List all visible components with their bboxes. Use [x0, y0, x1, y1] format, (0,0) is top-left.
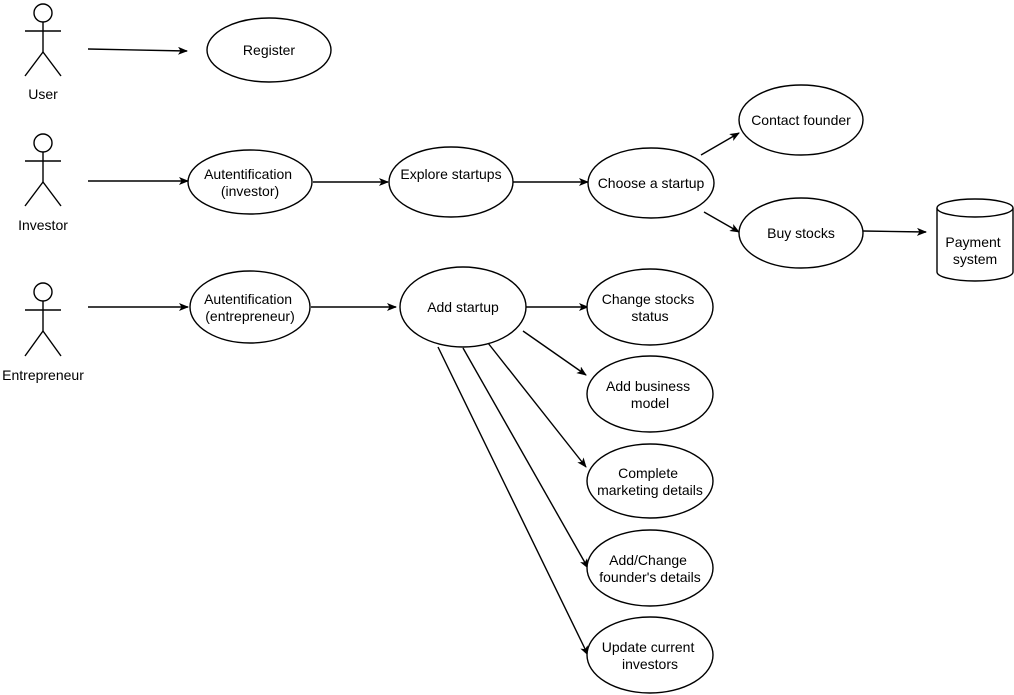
arrow-buy-payment: [862, 227, 927, 236]
use-case-label-line: Change stocks: [602, 291, 695, 307]
svg-text:Add business model: Add business model: [606, 378, 694, 411]
svg-text:Choose a startup: Choose a startup: [598, 175, 705, 191]
use-case-label-line: Autentification: [204, 291, 292, 307]
use-case-explore-startups[interactable]: Explore startups: [388, 146, 514, 218]
use-case-add-startup[interactable]: Add startup: [399, 266, 527, 348]
arrow-add-founder: [462, 347, 589, 569]
svg-text:Contact founder: Contact founder: [751, 112, 851, 128]
use-case-label-line: marketing details: [597, 482, 703, 498]
database-cylinder-icon: [936, 198, 1014, 282]
arrow-add-business: [522, 330, 587, 376]
use-case-label-line: founder's details: [599, 569, 701, 585]
use-case-add-business-model[interactable]: Add business model: [586, 355, 714, 433]
use-case-label-line: Add/Change: [609, 552, 687, 568]
svg-text:Explore startups: Explore startups: [400, 166, 501, 182]
use-case-change-stocks-status[interactable]: Change stocks status: [586, 268, 714, 346]
arrow-add-investors: [437, 346, 589, 656]
payment-system[interactable]: Payment system: [936, 198, 1014, 282]
use-case-label-line: Contact founder: [751, 112, 851, 128]
use-case-label-line: Explore startups: [400, 166, 501, 182]
svg-text:Add/Change founder's det: Add/Change founder's details: [599, 552, 701, 585]
use-case-label-line: Update current: [602, 639, 695, 655]
svg-text:Autentification (investo: Autentification (investor): [204, 166, 296, 199]
use-case-founder-details[interactable]: Add/Change founder's details: [586, 529, 714, 607]
use-case-choose-startup[interactable]: Choose a startup: [587, 147, 715, 219]
use-case-complete-marketing[interactable]: Complete marketing details: [586, 443, 714, 519]
svg-text:Update current investors: Update current investors: [602, 639, 699, 672]
arrow-add-marketing: [487, 342, 587, 468]
use-case-buy-stocks[interactable]: Buy stocks: [738, 197, 864, 269]
arrow-user-register: [87, 46, 188, 55]
payment-system-label-line: system: [953, 251, 997, 267]
svg-text:Payment system: Payment system: [945, 234, 1004, 267]
use-case-register[interactable]: Register: [206, 17, 332, 83]
connectors: [87, 46, 927, 656]
use-case-label-line: (investor): [221, 183, 279, 199]
svg-text:Buy stocks: Buy stocks: [767, 225, 835, 241]
arrow-choose-contact: [700, 132, 740, 156]
svg-text:Autentification (entrepr: Autentification (entrepreneur): [204, 291, 296, 324]
use-case-label-line: (entrepreneur): [205, 308, 295, 324]
actor-entrepreneur-label: Entrepreneur: [2, 367, 84, 383]
use-case-label-line: Add startup: [427, 299, 499, 315]
stick-figure-icon: [24, 3, 62, 77]
use-case-label-line: status: [631, 308, 668, 324]
use-case-label-line: Complete: [618, 465, 678, 481]
use-case-register-label: Register: [243, 42, 295, 58]
actor-user[interactable]: User: [24, 3, 62, 102]
use-case-label-line: Buy stocks: [767, 225, 835, 241]
svg-text:Complete marketing detai: Complete marketing details: [597, 465, 703, 498]
use-case-label-line: Autentification: [204, 166, 292, 182]
use-case-auth-entrepreneur[interactable]: Autentification (entrepreneur): [189, 270, 311, 344]
stick-figure-icon: [24, 133, 62, 207]
stick-figure-icon: [24, 282, 62, 357]
use-case-label-line: model: [631, 395, 669, 411]
actor-user-label: User: [28, 86, 58, 102]
use-case-label-line: Choose a startup: [598, 175, 705, 191]
svg-text:Register: Register: [243, 42, 295, 58]
arrow-choose-buy: [703, 211, 740, 233]
svg-text:Add startup: Add startup: [427, 299, 499, 315]
payment-system-label-line: Payment: [945, 234, 1000, 250]
use-case-label-line: Add business: [606, 378, 690, 394]
use-case-update-investors[interactable]: Update current investors: [586, 616, 714, 694]
use-case-contact-founder[interactable]: Contact founder: [738, 84, 864, 156]
use-case-label-line: investors: [622, 656, 678, 672]
svg-text:Change stocks status: Change stocks status: [602, 291, 699, 324]
actor-investor[interactable]: Investor: [18, 133, 68, 233]
actor-entrepreneur[interactable]: Entrepreneur: [2, 282, 84, 383]
actor-investor-label: Investor: [18, 217, 68, 233]
use-case-auth-investor[interactable]: Autentification (investor): [187, 149, 313, 215]
